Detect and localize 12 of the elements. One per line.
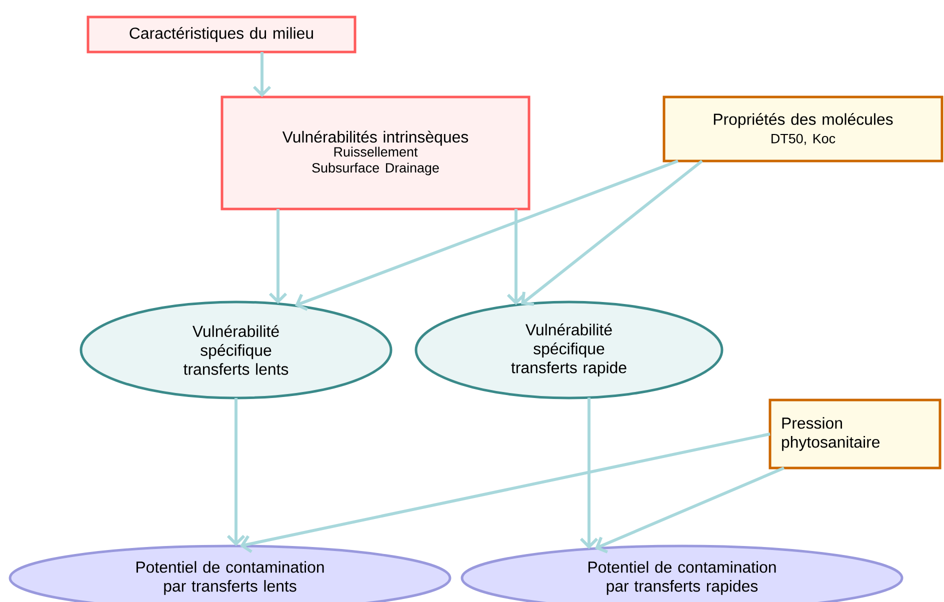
arrow (580, 398, 598, 549)
arrow (252, 52, 272, 97)
input-box: Propriétés des molécules DT50, Koc (662, 96, 944, 162)
source-box: Caractéristiques du milieu (86, 16, 356, 54)
arrow (295, 160, 679, 311)
process-box: Vulnérabilités intrinsèques Ruissellement Subsurface Drainage (220, 96, 530, 210)
arrow (521, 160, 703, 306)
arrow (268, 209, 288, 304)
arrow (240, 432, 770, 554)
arrow (226, 398, 246, 546)
input-box: Pression phytosanitaire (768, 398, 942, 470)
arrow (595, 466, 785, 554)
